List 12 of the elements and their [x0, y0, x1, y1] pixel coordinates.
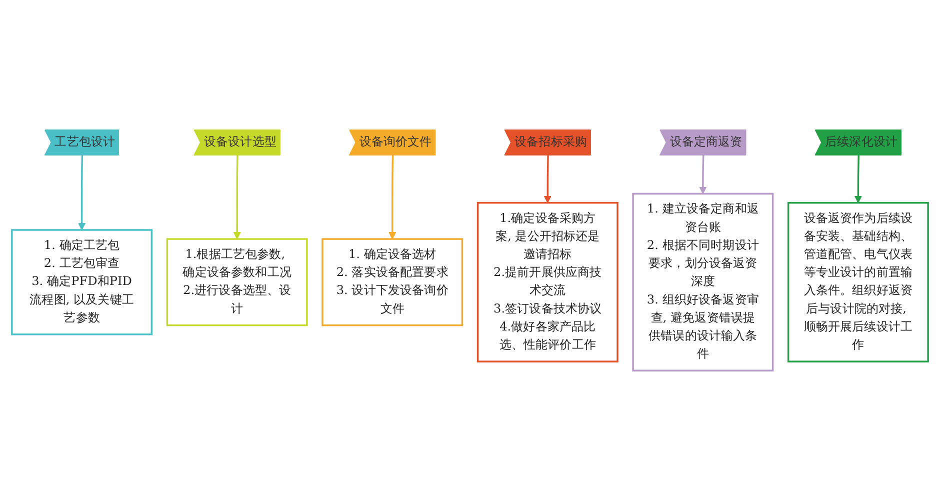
- node-box: 1.确定设备采购方案, 是公开招标还是邀请招标 2.提前开展供应商技术交流 3.签订设备技术协议 4.做好各家产品比选、性能评价工作: [476, 202, 618, 362]
- arrow: [233, 155, 241, 240]
- node-box: 设备返资作为后续设备安装、基础结构、管道配管、电气仪表等专业设计的前置输入条件。组织好返资后与设计院的对接, 顺畅开展后续设计工作: [787, 202, 929, 362]
- arrow: [388, 155, 396, 240]
- node-box: 1. 确定工艺包 2. 工艺包审查 3. 确定PFD和PID流程图, 以及关键工艺参数: [11, 228, 153, 335]
- arrow: [854, 155, 862, 203]
- arrow: [78, 155, 86, 230]
- arrow: [699, 155, 707, 194]
- node-box: 1. 建立设备定商和返资台账 2. 根据不同时期设计要求，划分设备返资深度 3. 组织好设备返资审查, 避免返资错误提供错误的设计输入条件: [632, 192, 774, 372]
- node-box: 1.根据工艺包参数, 确定设备参数和工况 2.进行设备选型、设计: [166, 238, 308, 326]
- node-box: 1. 确定设备选材 2. 落实设备配置要求 3. 设计下发设备询价文件: [322, 238, 464, 326]
- arrow: [544, 155, 552, 203]
